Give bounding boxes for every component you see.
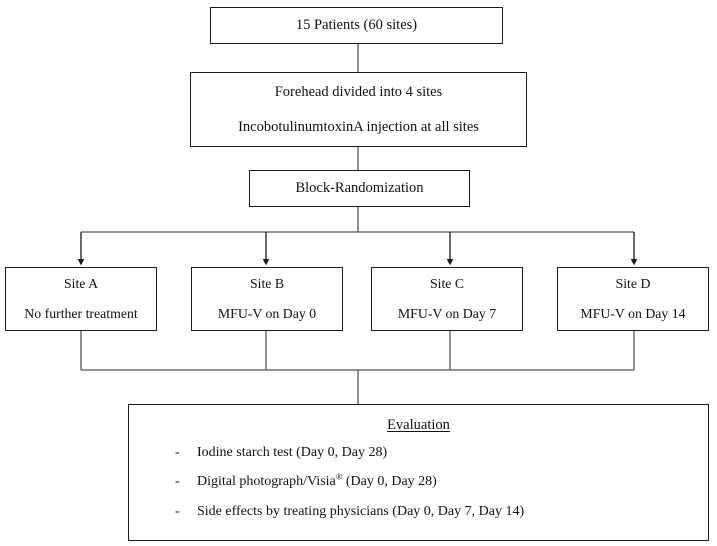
node-site-a: Site A No further treatment (5, 267, 157, 331)
evaluation-item: - Side effects by treating physicians (D… (153, 499, 708, 524)
node-procedure-line-1: Forehead divided into 4 sites (274, 83, 443, 100)
node-site-d: Site D MFU-V on Day 14 (557, 267, 709, 331)
registered-trademark-icon: ® (335, 471, 343, 482)
evaluation-item: - Digital photograph/Visia® (Day 0, Day … (153, 469, 708, 494)
evaluation-item-text-post: (Day 0, Day 28) (342, 474, 437, 490)
evaluation-item-text: Iodine starch test (Day 0, Day 28) (197, 445, 387, 460)
node-enrollment: 15 Patients (60 sites) (210, 7, 503, 44)
bullet-marker: - (175, 445, 180, 460)
evaluation-item-text-pre: Digital photograph/Visia (197, 474, 336, 490)
node-randomization: Block-Randomization (249, 170, 470, 207)
node-site-a-name: Site A (63, 276, 99, 292)
evaluation-item-text-pre: Iodine starch test (Day 0, Day 28) (197, 445, 388, 460)
node-procedure: Forehead divided into 4 sites Incobotuli… (190, 72, 527, 147)
evaluation-title: Evaluation (387, 417, 450, 433)
bullet-marker: - (175, 474, 180, 490)
node-site-c-treatment: MFU-V on Day 7 (397, 306, 497, 321)
node-site-b-name: Site B (249, 276, 285, 292)
node-site-a-treatment: No further treatment (24, 306, 138, 321)
node-site-d-name: Site D (615, 276, 651, 292)
bullet-marker: - (175, 503, 180, 519)
node-site-c-name: Site C (429, 276, 465, 292)
node-site-b: Site B MFU-V on Day 0 (191, 267, 343, 331)
evaluation-list: - Iodine starch test (Day 0, Day 28) - D… (129, 440, 708, 524)
node-enrollment-label: 15 Patients (60 sites) (295, 17, 418, 34)
node-site-d-treatment: MFU-V on Day 14 (580, 306, 686, 321)
node-site-c: Site C MFU-V on Day 7 (371, 267, 523, 331)
evaluation-item-text: Digital photograph/Visia® (Day 0, Day 28… (197, 471, 437, 490)
evaluation-item-text: Side effects by treating physicians (Day… (197, 504, 524, 519)
node-procedure-line-2: IncobotulinumtoxinA injection at all sit… (238, 118, 479, 135)
node-randomization-label: Block-Randomization (295, 180, 424, 197)
node-evaluation: Evaluation - Iodine starch test (Day 0, … (128, 404, 709, 541)
evaluation-item: - Iodine starch test (Day 0, Day 28) (153, 440, 708, 465)
evaluation-item-text-pre: Side effects by treating physicians (Day… (197, 503, 525, 519)
node-site-b-treatment: MFU-V on Day 0 (217, 306, 317, 321)
